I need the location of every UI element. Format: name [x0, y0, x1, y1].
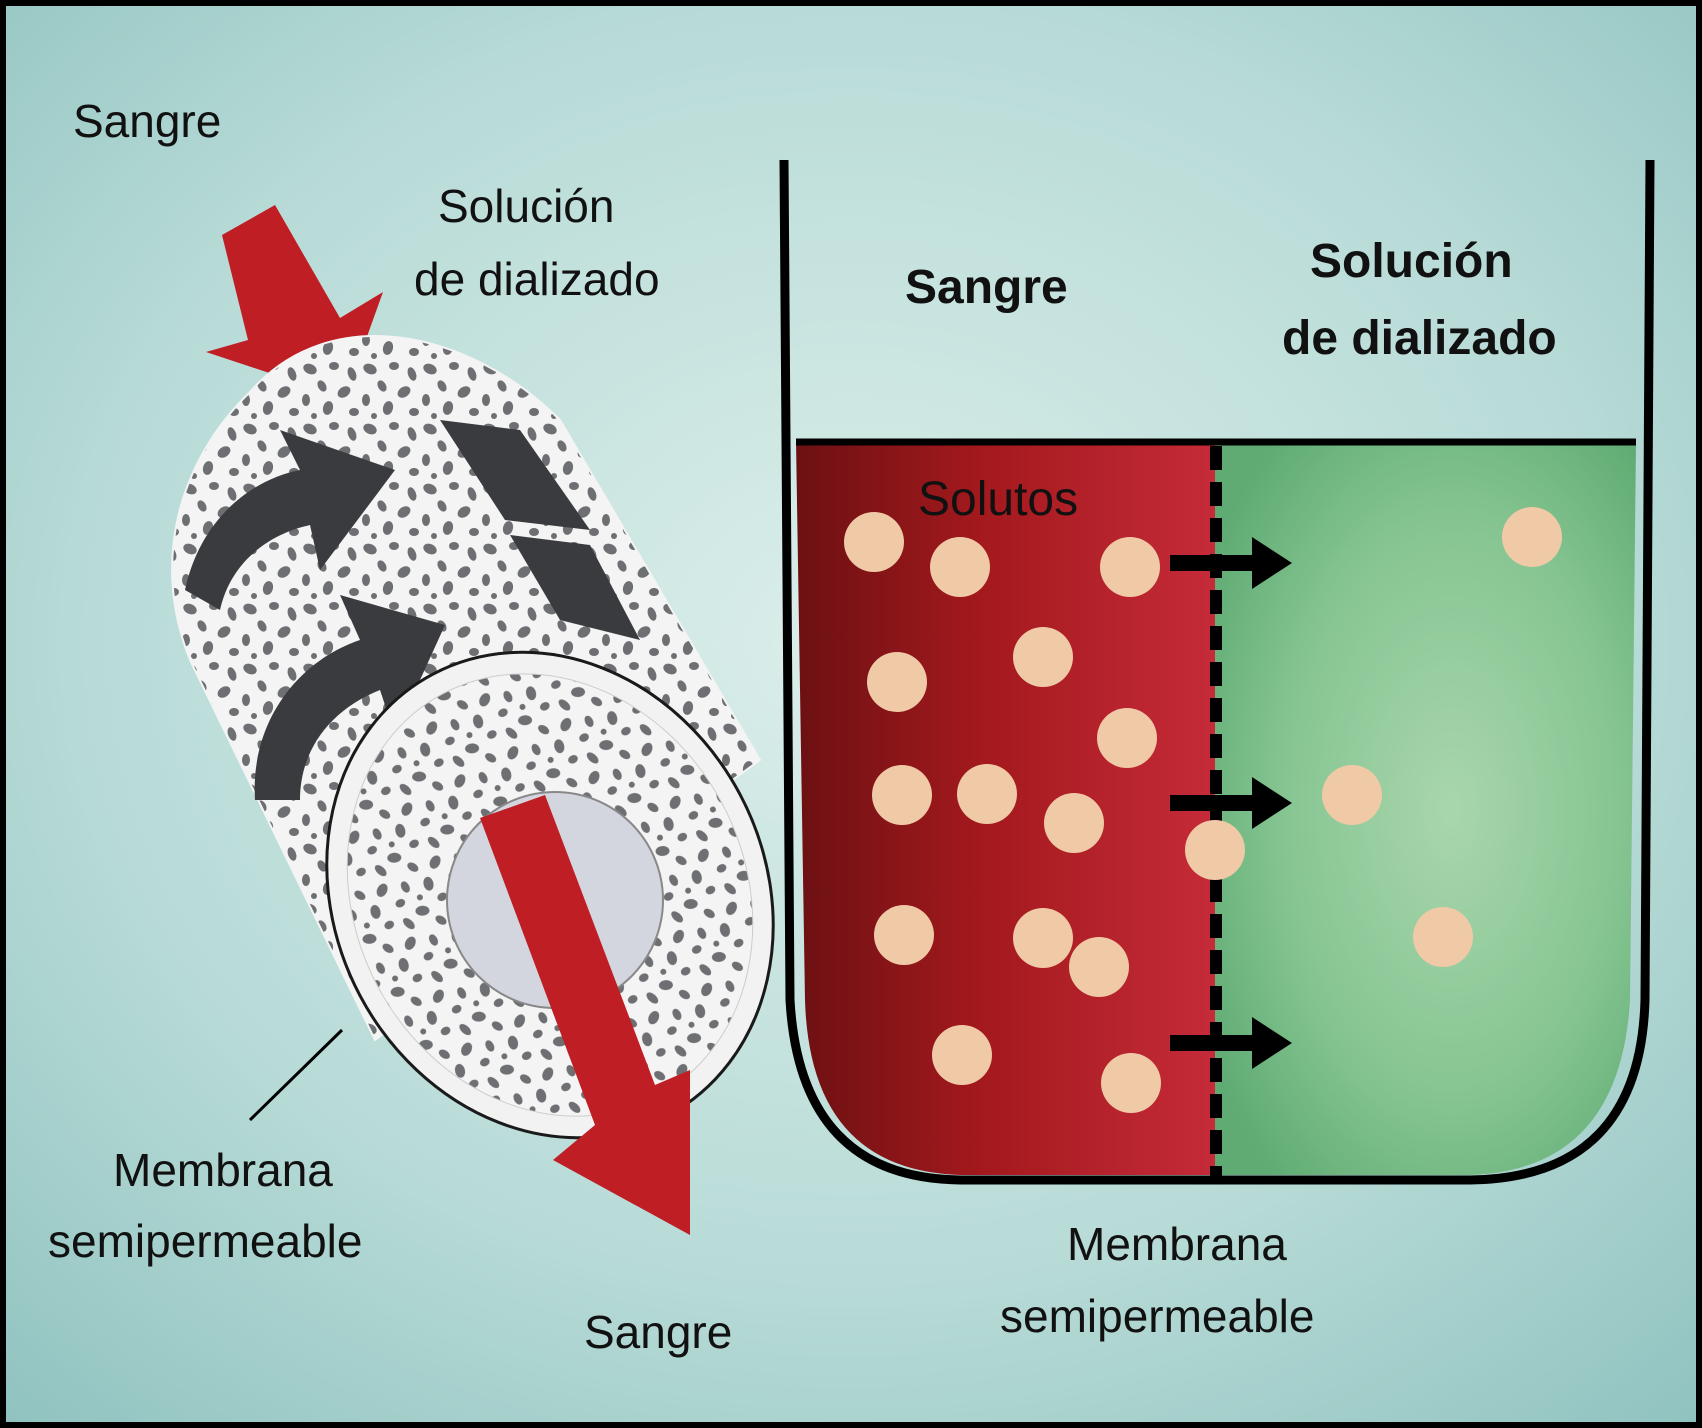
solute-particle — [930, 537, 990, 597]
label-dialysate-in-1: Solución — [438, 180, 614, 232]
label-membrane-left-1: Membrana — [113, 1144, 333, 1196]
solute-particle — [844, 512, 904, 572]
solute-particle — [1069, 937, 1129, 997]
solute-particle — [1013, 627, 1073, 687]
solute-particle — [1101, 1053, 1161, 1113]
label-membrane-left-2: semipermeable — [48, 1215, 362, 1267]
solute-particle — [1044, 793, 1104, 853]
solute-particle — [1413, 907, 1473, 967]
flow-arrow-icon — [185, 430, 395, 610]
tank-outline — [779, 159, 1655, 1185]
label-solutes: Solutos — [918, 473, 1078, 526]
label-blood-in: Sangre — [73, 95, 221, 147]
label-tank-blood: Sangre — [905, 261, 1068, 314]
solutes-group — [844, 507, 1562, 1113]
solute-particle — [932, 1025, 992, 1085]
flow-arrow-icon — [440, 420, 590, 530]
label-membrane-right-2: semipermeable — [1000, 1290, 1314, 1342]
label-dialysate-in-2: de dializado — [414, 253, 660, 305]
solute-particle — [1502, 507, 1562, 567]
flow-arrow-icon — [510, 535, 640, 640]
solute-particle — [1185, 820, 1245, 880]
solute-particle — [1322, 765, 1382, 825]
solute-particle — [867, 652, 927, 712]
transfer-arrow-icon — [1170, 537, 1292, 589]
label-tank-dialysate-2: de dializado — [1282, 312, 1557, 365]
membrane-leader-line — [248, 1028, 344, 1122]
transfer-arrows — [1170, 537, 1292, 1069]
transfer-arrow-icon — [1170, 777, 1292, 829]
solute-particle — [957, 764, 1017, 824]
solute-particle — [1013, 908, 1073, 968]
flow-arrow-icon — [254, 595, 445, 800]
label-tank-dialysate-1: Solución — [1310, 235, 1513, 288]
solute-particle — [874, 905, 934, 965]
label-membrane-right-1: Membrana — [1067, 1218, 1287, 1270]
blood-outflow-arrow — [480, 795, 690, 1235]
solute-particle — [872, 765, 932, 825]
solute-particle — [1100, 537, 1160, 597]
dialyzer-cartridge — [171, 205, 775, 1235]
label-blood-out: Sangre — [584, 1306, 732, 1358]
dialysis-tank — [779, 159, 1655, 1185]
transfer-arrow-icon — [1170, 1017, 1292, 1069]
solute-particle — [1097, 708, 1157, 768]
